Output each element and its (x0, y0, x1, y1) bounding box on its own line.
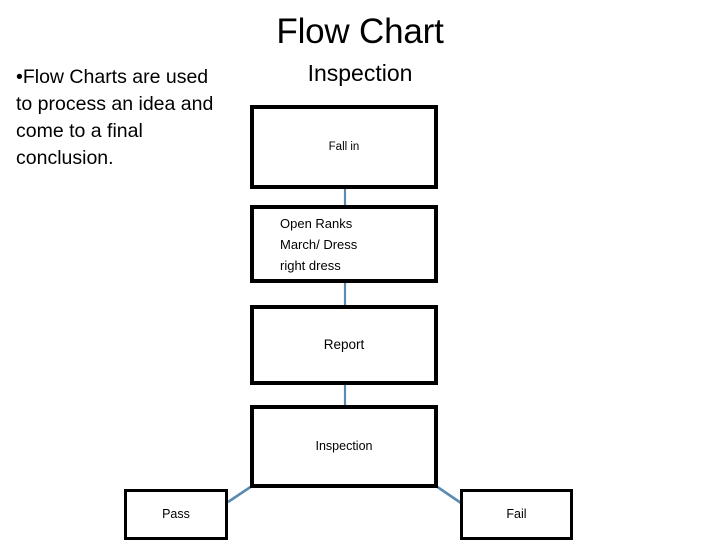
bullet-text-block: •Flow Charts are used to process an idea… (16, 64, 228, 172)
flow-node-label-group: Open Ranks March/ Dress right dress (280, 213, 357, 276)
flow-node-label-line-3: right dress (280, 257, 341, 273)
flow-node-fall-in[interactable]: Fall in (250, 105, 438, 189)
page-title: Flow Chart (276, 12, 444, 51)
flow-node-label: Pass (162, 507, 190, 521)
bullet-dot-icon: • (16, 66, 23, 88)
page-subtitle: Inspection (307, 60, 413, 86)
connector-inspection-pass (227, 484, 253, 504)
flow-node-label-line-1: Open Ranks (280, 215, 353, 231)
flow-node-report[interactable]: Report (250, 305, 438, 385)
flow-node-pass[interactable]: Pass (124, 489, 228, 540)
flow-node-label: Fail (506, 507, 527, 521)
flow-node-fail[interactable]: Fail (460, 489, 573, 540)
connector-inspection-fail (435, 484, 462, 505)
flow-node-label: Inspection (315, 439, 373, 453)
flow-node-open-ranks[interactable]: Open Ranks March/ Dress right dress (250, 205, 438, 283)
flow-node-inspection[interactable]: Inspection (250, 405, 438, 488)
flow-node-label: Fall in (328, 140, 360, 153)
flow-node-label-line-2: March/ Dress (280, 236, 358, 252)
flow-node-label: Report (323, 337, 365, 352)
bullet-text: Flow Charts are used to process an idea … (16, 66, 214, 169)
